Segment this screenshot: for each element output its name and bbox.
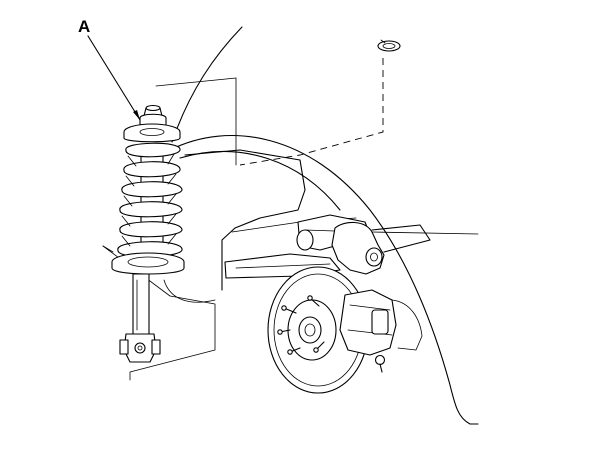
upper-spring-seat: [123, 123, 181, 143]
lower-arm-ridge: [235, 263, 331, 269]
lower-fender-lip: [163, 279, 216, 303]
wheel-arch-outer-line: [169, 134, 479, 425]
callout-a: A: [78, 17, 141, 121]
lower-bracket-tick: [102, 245, 114, 253]
o-ring-icon: [377, 39, 401, 52]
brake-disc: [267, 266, 369, 394]
coil-spring: [117, 142, 183, 258]
inner-fender-wall: [184, 149, 306, 291]
lower-clevis-mount: [119, 333, 161, 363]
o-ring-leader: [239, 58, 384, 166]
callout-a-arrowhead: [133, 110, 140, 120]
brake-backing-plate: [391, 299, 423, 351]
callout-a-leader: [87, 35, 141, 121]
lower-reference-bracket: [102, 245, 216, 381]
wheel-stud-bolts: [277, 295, 325, 355]
upper-link-reference: [371, 231, 479, 235]
knuckle: [331, 221, 385, 275]
inner-fender-upper-line: [171, 26, 243, 143]
upper-reference-bracket: [155, 77, 237, 166]
upper-link-arm: [371, 224, 431, 253]
shock-absorber-assembly: [111, 104, 185, 363]
callout-a-label: A: [78, 17, 90, 36]
shock-lower-tube: [132, 273, 150, 335]
lower-spring-seat: [111, 252, 185, 275]
brake-caliper: [339, 289, 397, 373]
